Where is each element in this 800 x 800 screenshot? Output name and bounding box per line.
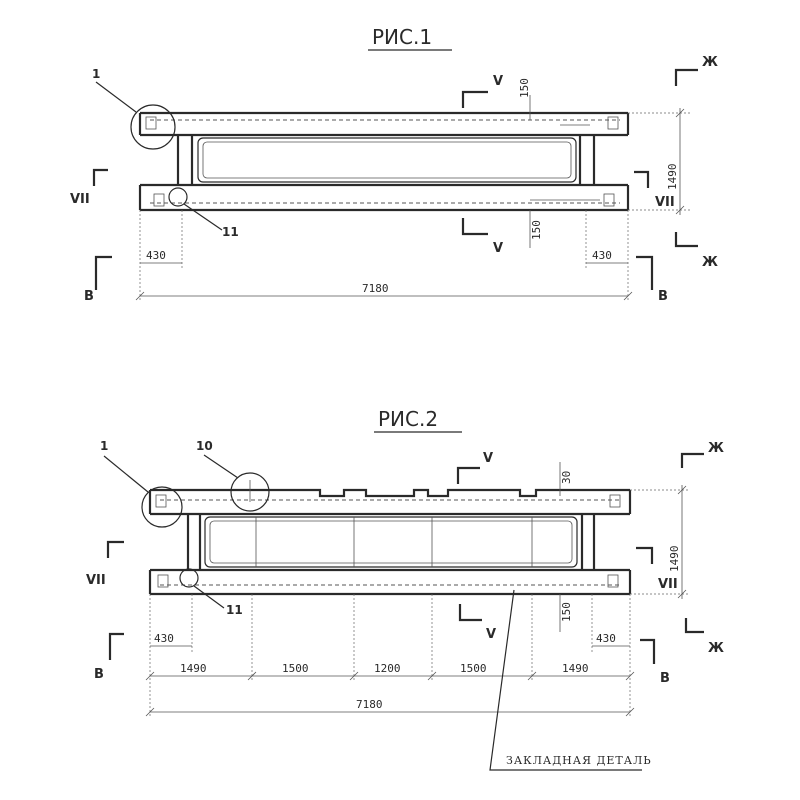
figure-2-callout-11: 11 (179, 568, 243, 617)
dim-30: 30 (560, 471, 573, 484)
figure-1-section-vii: VII VII (70, 168, 675, 210)
figure-2-segment-dims: 1490 1500 1200 1500 1490 (145, 594, 635, 681)
section-b-left-label: В (94, 667, 104, 682)
detail-circle (141, 486, 183, 528)
section-zh-top-label: Ж (708, 441, 724, 456)
dim-150-bottom: 150 (530, 220, 543, 240)
section-zh-bottom-label: Ж (708, 641, 724, 656)
dim-1490: 1490 (668, 546, 681, 573)
figure-2-callout-10: 10 (196, 439, 270, 512)
figure-2-dim-1490: 1490 (630, 485, 690, 599)
dim-430-right: 430 (596, 632, 616, 645)
figure-1-panel (138, 111, 630, 212)
section-vii-left-label: VII (70, 192, 90, 207)
segment-dim-5: 1490 (562, 662, 589, 675)
section-vii-right-label: VII (658, 577, 678, 592)
figure-1-section-b: В В (84, 255, 668, 304)
dim-430-left: 430 (146, 249, 166, 262)
callout-1-label: 1 (92, 67, 100, 81)
figure-2-panel (148, 488, 632, 596)
section-v-bottom-label: V (493, 241, 503, 256)
callout-1-label: 1 (100, 439, 108, 453)
segment-dim-4: 1500 (460, 662, 487, 675)
dim-430-right: 430 (592, 249, 612, 262)
section-v-bottom-label: V (486, 627, 496, 642)
figure-1-dim-1490: 1490 (628, 108, 690, 215)
callout-11-label: 11 (222, 225, 239, 239)
figure-2-callout-1: 1 (100, 439, 183, 528)
detail-circle (230, 472, 270, 512)
figure-2-embedded-part-note: ЗАКЛАДНАЯ ДЕТАЛЬ (489, 589, 652, 771)
figure-2-section-vii: VII VII (86, 540, 678, 592)
section-vii-left-label: VII (86, 573, 106, 588)
figure-2-section-b: В В (94, 632, 670, 686)
detail-circle (130, 104, 176, 150)
figure-2-section-v: V V (456, 451, 496, 642)
embedded-part-label: ЗАКЛАДНАЯ ДЕТАЛЬ (506, 754, 652, 767)
section-b-right-label: В (660, 671, 670, 686)
figure-1-section-zh: Ж Ж (674, 55, 718, 270)
callout-10-label: 10 (196, 439, 213, 453)
section-zh-bottom-label: Ж (702, 255, 718, 270)
figure-1-callout-1: 1 (92, 67, 176, 150)
detail-circle (168, 187, 188, 207)
dim-1490: 1490 (666, 164, 679, 191)
segment-dim-3: 1200 (374, 662, 401, 675)
section-vii-right-label: VII (655, 195, 675, 210)
figure-1-section-v: V V (461, 74, 503, 256)
section-b-right-label: В (658, 289, 668, 304)
section-v-top-label: V (493, 74, 503, 89)
segment-dim-2: 1500 (282, 662, 309, 675)
section-zh-top-label: Ж (702, 55, 718, 70)
callout-11-label: 11 (226, 603, 243, 617)
section-b-left-label: В (84, 289, 94, 304)
segment-dim-1: 1490 (180, 662, 207, 675)
figure-1-title: РИС.1 (372, 25, 432, 49)
figure-2: РИС.2 (86, 407, 724, 771)
dim-150-top: 150 (518, 78, 531, 98)
figure-1: РИС.1 (70, 25, 718, 304)
figure-1-callout-11: 11 (168, 187, 239, 239)
figure-2-title: РИС.2 (378, 407, 438, 431)
figure-2-section-zh: Ж Ж (680, 441, 724, 656)
dim-430-left: 430 (154, 632, 174, 645)
dim-7180-total: 7180 (362, 282, 389, 295)
detail-circle (179, 568, 199, 588)
dim-7180-total: 7180 (356, 698, 383, 711)
section-v-top-label: V (483, 451, 493, 466)
dim-150: 150 (560, 602, 573, 622)
